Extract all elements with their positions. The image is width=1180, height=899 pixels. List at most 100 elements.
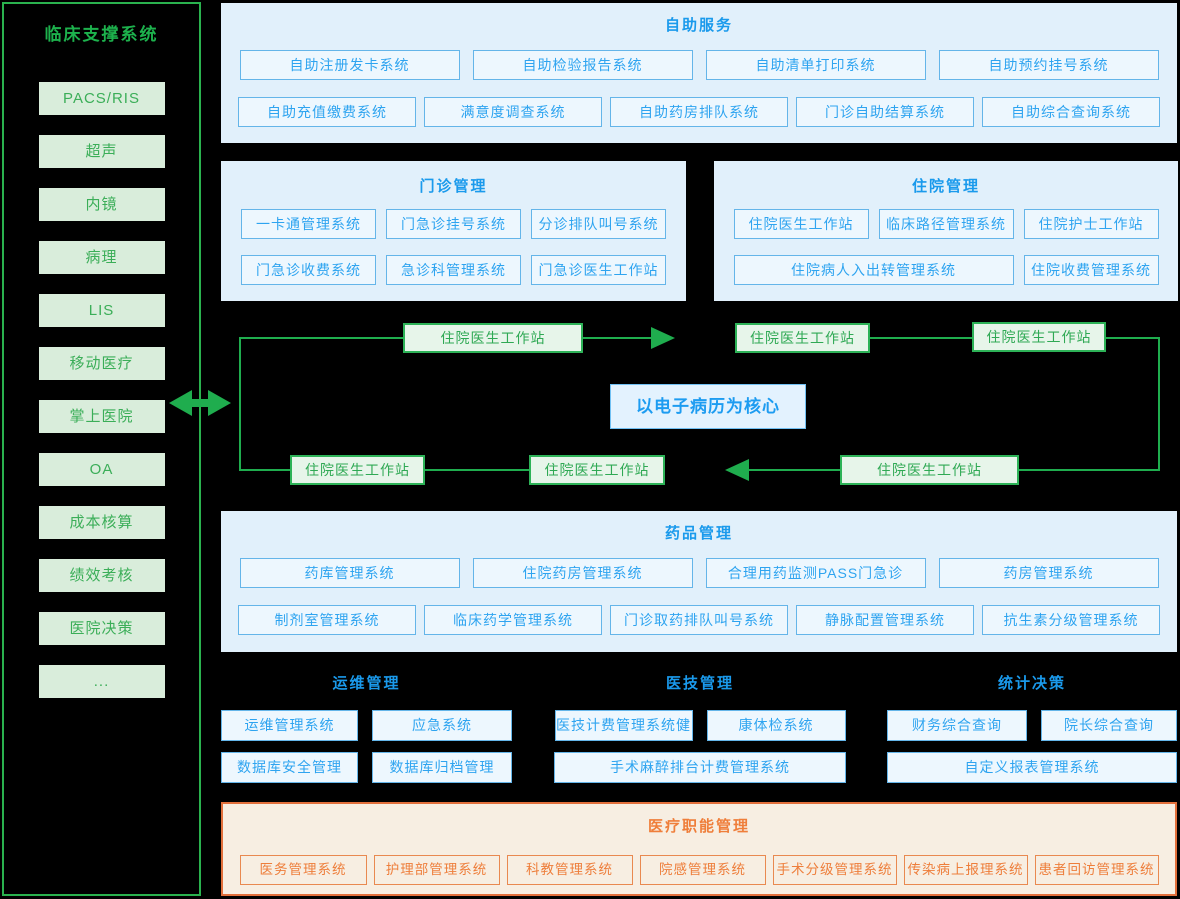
pharmacy-title: 药品管理 — [664, 525, 733, 542]
emr-core-box: 以电子病历为核心 — [610, 384, 806, 429]
system-box: 医务管理系统 — [239, 855, 367, 885]
system-box: 抗生素分级管理系统 — [982, 605, 1160, 635]
sidebar-item-mobile-medical: 移动医疗 — [38, 347, 165, 380]
system-box: 满意度调查系统 — [424, 97, 602, 127]
sidebar-item-oa: OA — [38, 453, 165, 486]
double-arrow-right-head-icon — [208, 390, 231, 416]
system-box: 数据库归档管理 — [372, 752, 512, 783]
sidebar-item-pacs-ris: PACS/RIS — [38, 82, 165, 115]
sidebar-item-more: ... — [38, 665, 165, 698]
pharmacy-management-section: 药品管理 药库管理系统 住院药房管理系统 合理用药监测PASS门急诊 药房管理系… — [221, 511, 1177, 652]
system-box: 住院护士工作站 — [1023, 209, 1159, 239]
flow-node-inpatient-doctor-station: 住院医生工作站 — [735, 323, 870, 353]
system-box: 自助综合查询系统 — [982, 97, 1160, 127]
flow-node-inpatient-doctor-station: 住院医生工作站 — [529, 455, 665, 485]
sidebar-item-list: PACS/RIS 超声 内镜 病理 LIS 移动医疗 掌上医院 OA 成本核算 … — [4, 82, 199, 698]
operations-management-group: 运维管理 运维管理系统 应急系统 数据库安全管理 数据库归档管理 — [221, 672, 512, 783]
medical-admin-title: 医疗职能管理 — [647, 818, 750, 835]
system-box: 应急系统 — [372, 710, 512, 741]
system-box: 手术分级管理系统 — [772, 855, 897, 885]
self-service-row1: 自助注册发卡系统 自助检验报告系统 自助清单打印系统 自助预约挂号系统 — [221, 50, 1177, 80]
system-box: 临床路径管理系统 — [878, 209, 1014, 239]
inpatient-row2: 住院病人入出转管理系统 住院收费管理系统 — [714, 255, 1178, 285]
system-box: 财务综合查询 — [887, 710, 1027, 741]
statistics-row1: 财务综合查询 院长综合查询 — [887, 710, 1177, 741]
system-box: 自助注册发卡系统 — [239, 50, 460, 80]
system-box: 护理部管理系统 — [373, 855, 500, 885]
statistics-title: 统计决策 — [997, 675, 1066, 692]
system-box: 门诊自助结算系统 — [796, 97, 974, 127]
sidebar-item-cost-accounting: 成本核算 — [38, 506, 165, 539]
outpatient-management-section: 门诊管理 一卡通管理系统 门急诊挂号系统 分诊排队叫号系统 门急诊收费系统 急诊… — [221, 161, 686, 301]
statistics-row2: 自定义报表管理系统 — [887, 752, 1177, 783]
system-box: 门急诊医生工作站 — [531, 255, 666, 285]
medtech-row1: 医技计费管理系统健 康体检系统 — [554, 710, 846, 741]
system-box: 静脉配置管理系统 — [796, 605, 974, 635]
inpatient-title: 住院管理 — [911, 178, 980, 195]
system-box: 自助预约挂号系统 — [938, 50, 1159, 80]
sidebar-item-decision: 医院决策 — [38, 612, 165, 645]
pharmacy-row1: 药库管理系统 住院药房管理系统 合理用药监测PASS门急诊 药房管理系统 — [221, 558, 1177, 588]
sidebar-item-endoscopy: 内镜 — [38, 188, 165, 221]
clinical-support-sidebar: 临床支撑系统 PACS/RIS 超声 内镜 病理 LIS 移动医疗 掌上医院 O… — [2, 2, 201, 896]
sidebar-item-lis: LIS — [38, 294, 165, 327]
system-box: 院感管理系统 — [639, 855, 766, 885]
operations-row2: 数据库安全管理 数据库归档管理 — [221, 752, 512, 783]
sidebar-item-palm-hospital: 掌上医院 — [38, 400, 165, 433]
system-box: 制剂室管理系统 — [238, 605, 416, 635]
flow-node-inpatient-doctor-station: 住院医生工作站 — [403, 323, 583, 353]
system-box: 院长综合查询 — [1041, 710, 1177, 741]
pharmacy-row2: 制剂室管理系统 临床药学管理系统 门诊取药排队叫号系统 静脉配置管理系统 抗生素… — [221, 605, 1177, 635]
system-box: 自助药房排队系统 — [610, 97, 788, 127]
self-service-section: 自助服务 自助注册发卡系统 自助检验报告系统 自助清单打印系统 自助预约挂号系统… — [221, 3, 1177, 143]
system-box: 手术麻醉排台计费管理系统 — [554, 752, 846, 783]
medical-admin-section: 医疗职能管理 医务管理系统 护理部管理系统 科教管理系统 院感管理系统 手术分级… — [221, 802, 1177, 896]
statistics-decision-group: 统计决策 财务综合查询 院长综合查询 自定义报表管理系统 — [887, 672, 1177, 783]
arrow-left-icon — [725, 459, 749, 481]
system-box: 合理用药监测PASS门急诊 — [705, 558, 926, 588]
sidebar-item-performance: 绩效考核 — [38, 559, 165, 592]
sidebar-title: 临床支撑系统 — [44, 25, 159, 44]
system-box: 自助检验报告系统 — [472, 50, 693, 80]
flow-node-inpatient-doctor-station: 住院医生工作站 — [972, 322, 1106, 352]
medtech-row2: 手术麻醉排台计费管理系统 — [554, 752, 846, 783]
system-box: 门急诊收费系统 — [241, 255, 376, 285]
medtech-title: 医技管理 — [665, 675, 734, 692]
outpatient-row1: 一卡通管理系统 门急诊挂号系统 分诊排队叫号系统 — [221, 209, 686, 239]
system-box: 临床药学管理系统 — [424, 605, 602, 635]
system-box: 自助清单打印系统 — [705, 50, 926, 80]
system-box: 患者回访管理系统 — [1034, 855, 1159, 885]
system-box: 住院收费管理系统 — [1023, 255, 1159, 285]
system-box: 自助充值缴费系统 — [238, 97, 416, 127]
sidebar-item-ultrasound: 超声 — [38, 135, 165, 168]
system-box: 住院病人入出转管理系统 — [733, 255, 1014, 285]
flow-node-inpatient-doctor-station: 住院医生工作站 — [840, 455, 1019, 485]
medtech-management-group: 医技管理 医技计费管理系统健 康体检系统 手术麻醉排台计费管理系统 — [554, 672, 846, 783]
operations-row1: 运维管理系统 应急系统 — [221, 710, 512, 741]
system-box: 药库管理系统 — [239, 558, 460, 588]
self-service-row2: 自助充值缴费系统 满意度调查系统 自助药房排队系统 门诊自助结算系统 自助综合查… — [221, 97, 1177, 127]
inpatient-row1: 住院医生工作站 临床路径管理系统 住院护士工作站 — [714, 209, 1178, 239]
system-box: 康体检系统 — [706, 710, 846, 741]
system-box: 住院医生工作站 — [733, 209, 869, 239]
arrow-right-icon — [651, 327, 675, 349]
system-box: 医技计费管理系统健 — [554, 710, 693, 741]
sidebar-item-pathology: 病理 — [38, 241, 165, 274]
system-box: 门急诊挂号系统 — [386, 209, 521, 239]
flow-node-inpatient-doctor-station: 住院医生工作站 — [290, 455, 425, 485]
system-box: 运维管理系统 — [221, 710, 358, 741]
system-box: 数据库安全管理 — [221, 752, 358, 783]
operations-title: 运维管理 — [332, 675, 401, 692]
system-box: 住院药房管理系统 — [472, 558, 693, 588]
medical-admin-row: 医务管理系统 护理部管理系统 科教管理系统 院感管理系统 手术分级管理系统 传染… — [223, 855, 1175, 885]
self-service-title: 自助服务 — [664, 17, 733, 34]
system-box: 自定义报表管理系统 — [887, 752, 1177, 783]
system-box: 药房管理系统 — [938, 558, 1159, 588]
outpatient-row2: 门急诊收费系统 急诊科管理系统 门急诊医生工作站 — [221, 255, 686, 285]
outpatient-title: 门诊管理 — [419, 178, 488, 195]
system-box: 急诊科管理系统 — [386, 255, 521, 285]
system-box: 门诊取药排队叫号系统 — [610, 605, 788, 635]
system-box: 分诊排队叫号系统 — [531, 209, 666, 239]
system-box: 科教管理系统 — [506, 855, 633, 885]
